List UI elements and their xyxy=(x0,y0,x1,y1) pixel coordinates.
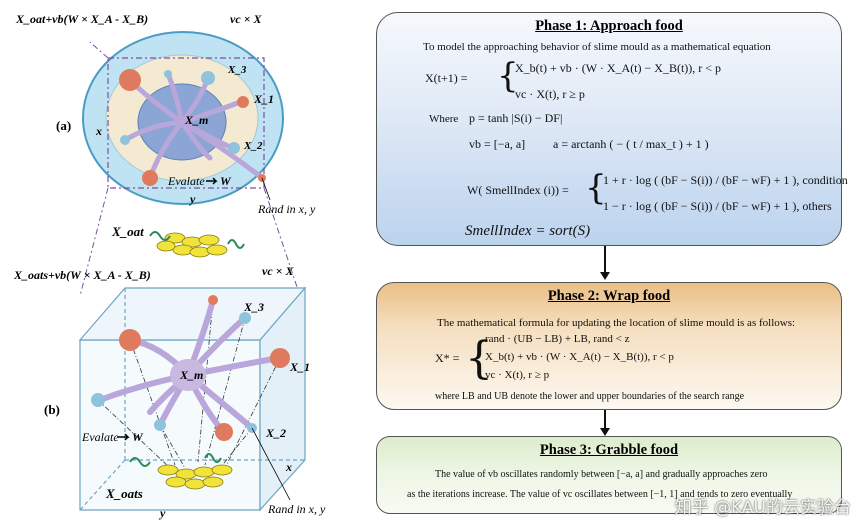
w-label-top: W xyxy=(220,174,231,188)
phase2-title: Phase 2: Wrap food xyxy=(547,288,671,304)
evalate-label-top: Evalate xyxy=(168,174,205,188)
node-blue xyxy=(228,142,240,154)
label-a: (a) xyxy=(56,118,72,133)
w-label-bottom: W xyxy=(132,430,143,444)
phase1-brace: { xyxy=(497,56,519,96)
phase2-case2: X_b(t) + vb · (W · X_A(t) − X_B(t)), r <… xyxy=(485,351,674,363)
watermark: 知乎 @KAU的云实验台 xyxy=(674,498,851,518)
xm-label-bottom: X_m xyxy=(180,368,204,382)
oats-bottom xyxy=(129,453,233,490)
x2-label-bottom: X_2 xyxy=(266,426,287,440)
arrowhead-1-2 xyxy=(600,272,610,280)
node-red xyxy=(119,69,141,91)
node-blue xyxy=(154,419,166,431)
phase3-title: Phase 3: Grabble food xyxy=(539,442,679,458)
phase1-title: Phase 1: Approach food xyxy=(535,18,683,34)
node-red xyxy=(208,295,218,305)
xoat-label: X_oat xyxy=(112,224,144,239)
rand-label-bottom: Rand in x, y xyxy=(268,502,326,516)
x3-label-top: X_3 xyxy=(228,64,247,76)
rand-label-top: Rand in x, y xyxy=(258,202,316,216)
phase1-case2: vc · X(t), r ≥ p xyxy=(515,87,585,101)
phase1-a-eq: a = arctanh ( − ( t / max_t ) + 1 ) xyxy=(553,137,709,151)
vc-label-top: vc × X xyxy=(230,12,262,26)
phase2-case3: vc · X(t), r ≥ p xyxy=(485,369,550,381)
evalate-label-bottom: Evalate xyxy=(82,430,119,444)
node-red xyxy=(237,96,249,108)
phase3-line1: The value of vb oscillates randomly betw… xyxy=(435,469,768,480)
phase2-lhs: X* = xyxy=(435,351,460,365)
phase1-w-brace: { xyxy=(585,168,607,208)
phase2-note: where LB and UB denote the lower and upp… xyxy=(435,391,745,402)
phase1-w-case1: 1 + r · log ( (bF − S(i)) / (bF − wF) + … xyxy=(603,173,848,187)
slime-mould-illustration: X_oat+vb(W × X_A - X_B) vc × X (a) X_3 X… xyxy=(0,0,375,524)
xoats-label: X_oats xyxy=(106,486,143,501)
illustration-svg xyxy=(78,31,307,512)
oats-top xyxy=(149,231,245,258)
phase3-line2: as the iterations increase. The value of… xyxy=(407,489,793,500)
node-red xyxy=(215,423,233,441)
phase3-box: Phase 3: Grabble food The value of vb os… xyxy=(376,436,842,514)
x-axis-top: x xyxy=(96,124,102,138)
node-red xyxy=(270,348,290,368)
node-blue xyxy=(201,71,215,85)
node-blue xyxy=(91,393,105,407)
formula-top: X_oat+vb(W × X_A - X_B) xyxy=(16,12,149,26)
connector-lines xyxy=(79,41,301,297)
phase1-where: Where xyxy=(429,113,459,125)
node-blue xyxy=(120,135,130,145)
phase1-w-lhs: W( SmellIndex (i)) = xyxy=(467,183,569,197)
label-b: (b) xyxy=(44,402,60,417)
arrowhead-2-3 xyxy=(600,428,610,436)
node-blue xyxy=(239,312,251,324)
vc-label-bottom: vc × X xyxy=(262,264,294,278)
phase1-box: Phase 1: Approach food To model the appr… xyxy=(376,12,848,246)
phase2-box: Phase 2: Wrap food The mathematical form… xyxy=(376,282,842,410)
x1-label-top: X_1 xyxy=(254,92,275,106)
arrow-2-3 xyxy=(604,410,606,428)
phase1-lhs: X(t+1) = xyxy=(425,71,468,85)
phase2-brace: { xyxy=(465,333,493,384)
phase1-intro: To model the approaching behavior of sli… xyxy=(423,41,771,53)
phase1-p-eq: p = tanh |S(i) − DF| xyxy=(469,111,563,125)
search-cube xyxy=(78,286,307,512)
phase1-vb-eq: vb = [−a, a] xyxy=(469,137,526,151)
x1-label-bottom: X_1 xyxy=(290,360,311,374)
phase2-case1: rand · (UB − LB) + LB, rand < z xyxy=(485,333,630,345)
phase1-w-case2: 1 − r · log ( (bF − S(i)) / (bF − wF) + … xyxy=(603,199,832,213)
search-region xyxy=(107,57,265,189)
xm-label-top: X_m xyxy=(185,113,209,127)
y-axis-bottom: y xyxy=(160,506,166,520)
xm-body xyxy=(170,359,206,391)
phase2-intro: The mathematical formula for updating th… xyxy=(437,317,796,329)
rays-bottom xyxy=(97,299,281,469)
x2-label-top: X_2 xyxy=(244,140,263,152)
node-red xyxy=(142,170,158,186)
x3-label-bottom: X_3 xyxy=(244,300,265,314)
phase1-smell: SmellIndex = sort(S) xyxy=(465,223,591,239)
node-blue xyxy=(164,70,172,78)
x-axis-bottom: x xyxy=(286,460,292,474)
arrow-1-2 xyxy=(604,246,606,272)
y-axis-top: y xyxy=(190,192,196,206)
node-red xyxy=(119,329,141,351)
formula-bottom: X_oats+vb(W × X_A - X_B) xyxy=(14,268,151,282)
phase1-case1: X_b(t) + vb · (W · X_A(t) − X_B(t)), r <… xyxy=(515,61,722,75)
